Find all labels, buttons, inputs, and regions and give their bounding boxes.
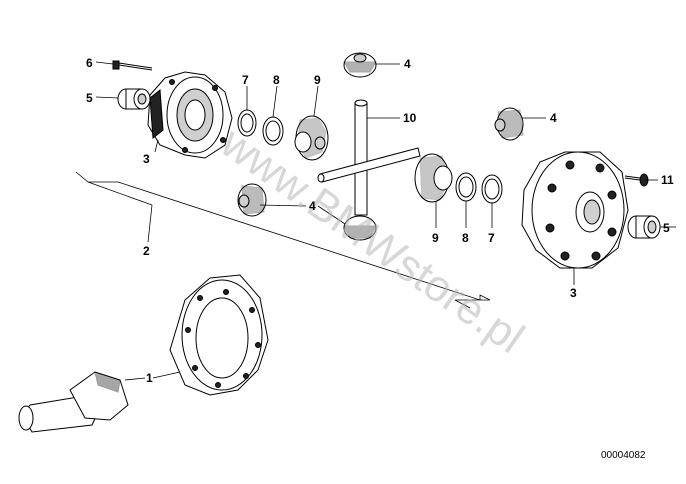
reference-number: 00004082 <box>601 450 646 461</box>
cross-shaft-horizontal <box>317 147 421 183</box>
callout-3-left: 3 <box>143 152 150 166</box>
callout-4-top: 4 <box>404 57 411 71</box>
spider-gear-top <box>343 52 377 78</box>
washer-left-8 <box>262 116 284 146</box>
bolt-left <box>112 60 153 71</box>
spider-gear-right <box>494 107 524 141</box>
differential-housing-left <box>147 71 233 159</box>
callout-3-right: 3 <box>570 286 577 300</box>
cross-pin-vertical <box>354 99 368 216</box>
differential-cover-right <box>521 151 629 269</box>
bolt-right <box>624 173 649 187</box>
callout-8-left: 8 <box>273 73 280 87</box>
spider-gear-lower-left <box>237 183 267 217</box>
washer-right-8 <box>455 172 477 202</box>
assembly-bracket <box>75 171 491 309</box>
leader-lines <box>95 61 676 381</box>
side-gear-left <box>294 115 329 161</box>
bushing-left <box>117 88 151 110</box>
callout-9-left: 9 <box>314 73 321 87</box>
callout-4-right: 4 <box>550 111 557 125</box>
ring-gear <box>169 274 269 396</box>
callout-1: 1 <box>146 371 153 385</box>
callout-2: 2 <box>143 244 150 258</box>
washer-left-7 <box>237 109 257 137</box>
callout-9-right: 9 <box>432 231 439 245</box>
pinion-shaft <box>18 371 129 433</box>
spider-gear-bottom <box>343 215 377 241</box>
callout-8-right: 8 <box>462 231 469 245</box>
bushing-right <box>627 215 661 239</box>
callout-5-left: 5 <box>86 91 93 105</box>
callout-5-right: 5 <box>663 221 670 235</box>
callout-7-right: 7 <box>488 231 495 245</box>
callout-11: 11 <box>661 173 674 187</box>
callout-4-bottom: 4 <box>309 199 316 213</box>
callout-10: 10 <box>403 111 417 125</box>
washer-right-7 <box>481 174 503 204</box>
callout-6: 6 <box>86 56 93 70</box>
callout-labels: 1 2 3 3 4 4 4 5 5 6 7 7 8 8 9 9 10 11 <box>86 56 674 385</box>
callout-7-left: 7 <box>242 73 249 87</box>
side-gear-right <box>414 153 453 203</box>
